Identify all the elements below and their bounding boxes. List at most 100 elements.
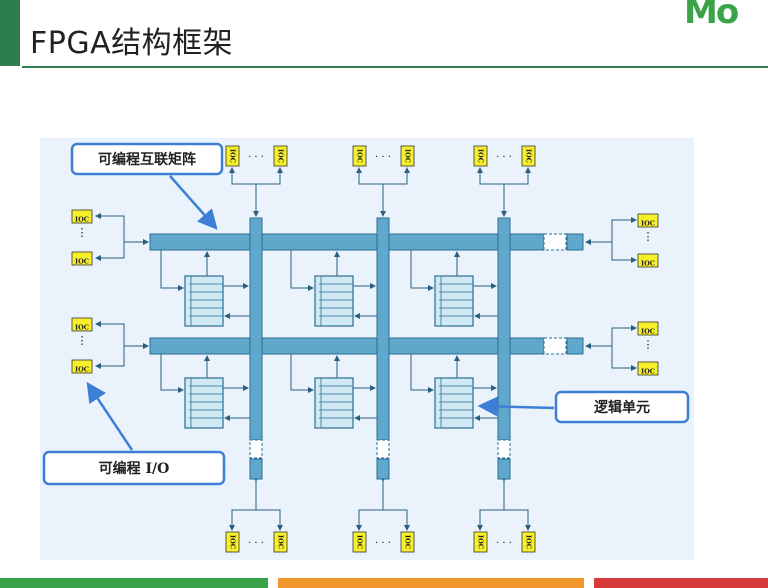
callout-logic-cell: 逻辑单元 — [554, 390, 690, 424]
ioc-box — [521, 531, 536, 553]
cell-input-wire — [410, 354, 434, 393]
ioc-label: IOC — [229, 149, 237, 163]
ioc-left-bottom: IOC — [71, 359, 93, 374]
callout-logic-cell-arrow — [477, 396, 555, 417]
v-bus-2-gap — [376, 439, 390, 459]
ioc-left-bracket — [100, 323, 125, 367]
h-bus-top-end — [566, 233, 584, 251]
v-bus-1-gap — [249, 439, 263, 459]
ioc-box — [400, 145, 415, 167]
ioc-box — [473, 145, 488, 167]
footer-strip-orange — [278, 578, 584, 588]
brand-logo: Mo — [684, 0, 739, 32]
ioc-box — [71, 251, 93, 266]
ioc-right-bracket — [611, 219, 636, 261]
ioc-label: IOC — [641, 328, 655, 336]
ioc-box — [273, 145, 288, 167]
ioc-top-bracket — [231, 168, 281, 185]
ioc-top-left: IOC — [352, 145, 367, 167]
title-divider — [22, 66, 768, 68]
v-bus-3-end — [497, 458, 511, 480]
ioc-label: IOC — [75, 366, 89, 374]
ioc-label: IOC — [75, 324, 89, 332]
callout-io-arrow — [86, 381, 134, 451]
ioc-right-bottom: IOC — [637, 253, 659, 268]
ellipsis-horizontal: · · · — [496, 538, 512, 549]
ioc-right-top: IOC — [637, 213, 659, 228]
callout-logic-cell-box — [554, 390, 690, 424]
ioc-bottom-bracket — [479, 509, 531, 531]
ioc-box — [637, 321, 659, 336]
logic-cell — [184, 275, 224, 327]
ioc-box — [71, 359, 93, 374]
logic-cell — [434, 275, 474, 327]
h-bus-top-gap — [543, 233, 567, 251]
page-title: FPGA结构框架 — [30, 26, 234, 61]
ioc-label: IOC — [229, 535, 237, 549]
callout-io-box — [42, 450, 226, 486]
ellipsis-vertical: ⋮ — [77, 334, 88, 347]
ioc-bottom-bracket — [358, 509, 410, 531]
ioc-box — [352, 145, 367, 167]
ioc-box — [521, 145, 536, 167]
ioc-top-left: IOC — [225, 145, 240, 167]
logic-cell — [434, 377, 474, 429]
fpga-diagram-svg: IOC IOC · · · IOC IOC · · · IOC IOC · · · IOC IOC ·… — [42, 142, 690, 553]
bus-layer — [149, 217, 584, 480]
ioc-label: IOC — [75, 216, 89, 224]
ioc-box — [637, 213, 659, 228]
footer-strip-green — [0, 578, 268, 588]
h-bus-bottom-gap — [543, 337, 567, 355]
logic-cell — [314, 377, 354, 429]
ioc-label: IOC — [641, 220, 655, 228]
ioc-box — [352, 531, 367, 553]
ioc-top-bracket — [479, 168, 529, 185]
logic-cell-layer — [184, 275, 474, 429]
ioc-layer: IOC IOC · · · IOC IOC · · · IOC IOC · · · IOC IOC ·… — [71, 145, 659, 553]
h-bus-bottom-end — [566, 337, 584, 355]
footer-strip-red — [594, 578, 768, 588]
ioc-right-bracket — [611, 327, 636, 369]
title-accent-bar — [0, 0, 20, 66]
ioc-box — [225, 145, 240, 167]
wire-layer — [95, 167, 637, 531]
v-bus-1 — [249, 217, 263, 441]
ioc-left-top: IOC — [71, 209, 93, 224]
ioc-label: IOC — [75, 258, 89, 266]
ioc-label: IOC — [641, 368, 655, 376]
h-bus-top — [149, 233, 545, 251]
ellipsis-horizontal: · · · — [375, 538, 391, 549]
ioc-box — [637, 253, 659, 268]
ioc-left-bracket — [100, 215, 125, 259]
ioc-label: IOC — [356, 149, 364, 163]
callout-interconnect: 可编程互联矩阵 — [70, 142, 224, 176]
ioc-box — [71, 209, 93, 224]
ioc-right-top: IOC — [637, 321, 659, 336]
ioc-label: IOC — [477, 149, 485, 163]
ioc-bottom-right: IOC — [521, 531, 536, 553]
cell-input-wire — [160, 250, 184, 291]
ioc-box — [273, 531, 288, 553]
v-bus-2-end — [376, 458, 390, 480]
ioc-label: IOC — [356, 535, 364, 549]
ioc-bottom-left: IOC — [225, 531, 240, 553]
ioc-top-right: IOC — [521, 145, 536, 167]
ioc-right-bottom: IOC — [637, 361, 659, 376]
callout-io-text: 可编程 I/O — [99, 460, 170, 477]
ioc-bottom-left: IOC — [473, 531, 488, 553]
ioc-label: IOC — [277, 535, 285, 549]
ellipsis-vertical: ⋮ — [643, 338, 654, 351]
h-bus-bottom — [149, 337, 545, 355]
ioc-top-right: IOC — [273, 145, 288, 167]
ellipsis-horizontal: · · · — [375, 152, 391, 163]
ioc-box — [400, 531, 415, 553]
ellipsis-horizontal: · · · — [496, 152, 512, 163]
callout-logic-cell-text: 逻辑单元 — [594, 399, 650, 416]
ioc-box — [473, 531, 488, 553]
ioc-box — [71, 317, 93, 332]
ioc-top-right: IOC — [400, 145, 415, 167]
ioc-top-left: IOC — [473, 145, 488, 167]
ioc-label: IOC — [477, 535, 485, 549]
ellipsis-vertical: ⋮ — [77, 226, 88, 239]
